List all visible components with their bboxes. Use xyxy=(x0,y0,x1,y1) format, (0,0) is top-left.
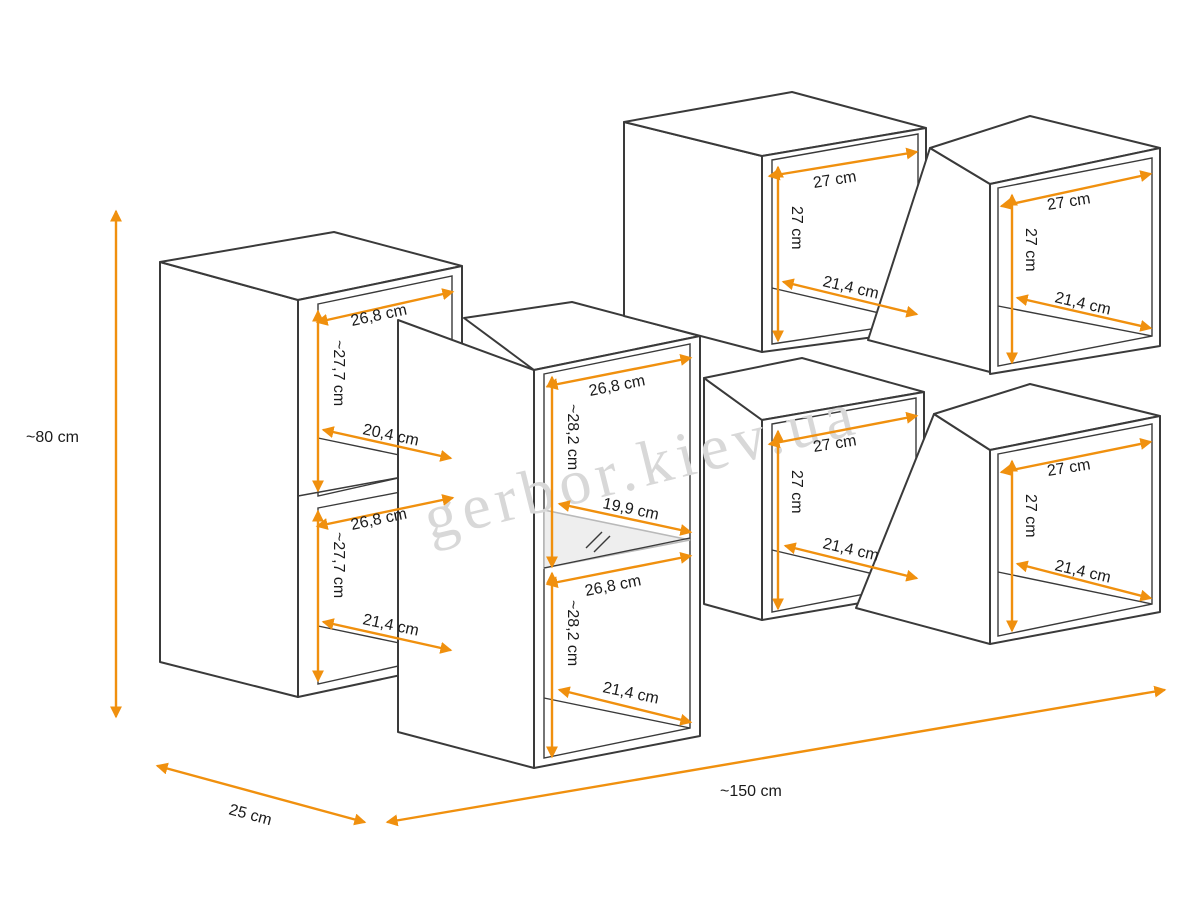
overall-width-arrow xyxy=(385,685,1167,827)
dimension-arrows xyxy=(110,147,1167,827)
tall-left-upper-width-arrow xyxy=(315,288,455,326)
cube-top-left-height-label: 27 cm xyxy=(788,206,805,250)
tall-left-lower-height-label: ~27,7 cm xyxy=(330,532,347,598)
tall-left-lower-depth-arrow xyxy=(321,618,453,654)
tall-center-lower-depth-arrow xyxy=(557,686,693,726)
cube-top-left-width-arrow xyxy=(767,147,919,181)
glass-mark-2 xyxy=(593,535,611,553)
tall-center-upper-height-label: ~28,2 cm xyxy=(564,404,581,470)
cube-top-right-height-label: 27 cm xyxy=(1022,228,1039,272)
cube-bottom-right-width-label: 27 cm xyxy=(1046,456,1092,480)
tall-left-lower-width-arrow xyxy=(315,494,455,530)
overall-depth-label: 25 cm xyxy=(227,801,273,829)
cube-top-left-depth-arrow xyxy=(781,278,919,318)
tall-center-lower-width-arrow xyxy=(545,551,693,589)
cube-bottom-right-depth-arrow xyxy=(1015,560,1153,602)
tall-left-side-panel xyxy=(159,261,299,698)
overall-width-label: ~150 cm xyxy=(720,783,782,800)
tall-left-upper-depth-arrow xyxy=(321,426,453,462)
cube-top-right-width-arrow xyxy=(999,170,1153,210)
overall-height-label: ~80 cm xyxy=(26,429,79,446)
cube-bottom-left-width-arrow xyxy=(767,411,919,449)
cube-bottom-right-width-arrow xyxy=(999,438,1153,476)
cube-top-right-depth-arrow xyxy=(1015,294,1153,332)
cube-top-right-width-label: 27 cm xyxy=(1046,190,1092,214)
tall-center-upper-depth-arrow xyxy=(557,500,693,536)
tall-left-upper-height-label: ~27,7 cm xyxy=(330,340,347,406)
cube-bottom-left-width-label: 27 cm xyxy=(812,432,858,456)
cube-bottom-left-depth-arrow xyxy=(783,542,919,582)
cube-top-left-side xyxy=(623,121,763,353)
cube-top-left-width-label: 27 cm xyxy=(812,168,858,192)
cube-bottom-right-height-label: 27 cm xyxy=(1022,494,1039,538)
tall-center-lower-height-label: ~28,2 cm xyxy=(564,600,581,666)
cube-bottom-left-height-label: 27 cm xyxy=(788,470,805,514)
tall-center-upper-width-arrow xyxy=(545,353,693,391)
overall-depth-arrow xyxy=(155,762,367,826)
